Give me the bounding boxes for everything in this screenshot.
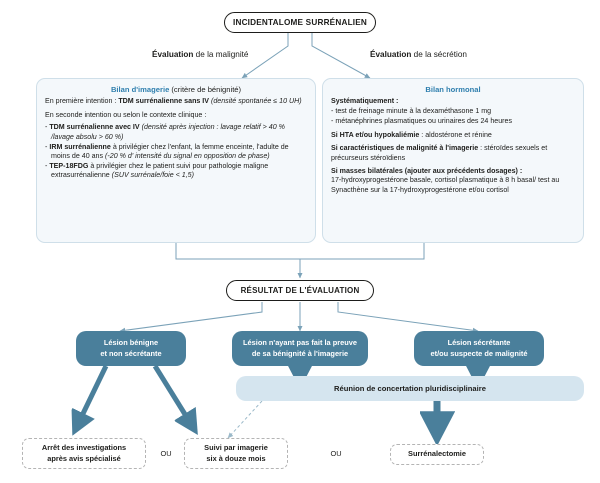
node-incidentalome: INCIDENTALOME SURRÉNALIEN bbox=[224, 12, 376, 33]
panel-imaging-item-irm-italic: (-20 % d' intensité du signal en opposit… bbox=[105, 152, 270, 161]
outcome-unproven-benignity: Lésion n'ayant pas fait la preuve de sa … bbox=[232, 331, 368, 366]
terminal-arret-line1: Arrêt des investigations bbox=[41, 443, 127, 453]
terminal-suivi-imagerie: Suivi par imagerie six à douze mois bbox=[184, 438, 288, 469]
outcome-secreting-line1: Lésion sécrétante bbox=[447, 338, 511, 348]
panel-hormonal-title-bold: Bilan hormonal bbox=[425, 85, 481, 94]
connector-rcp-to-followup bbox=[227, 400, 263, 439]
connector-top-left bbox=[241, 33, 289, 79]
outcome-secreting-suspect: Lésion sécrétante et/ou suspecte de mali… bbox=[414, 331, 544, 366]
outcome-secreting-line2: et/ou suspecte de malignité bbox=[430, 348, 528, 358]
panel-imaging-first-italic: (densité spontanée ≤ 10 UH) bbox=[209, 97, 302, 105]
terminal-arret-investigations: Arrêt des investigations après avis spéc… bbox=[22, 438, 146, 469]
or-label-right: OU bbox=[322, 438, 350, 469]
outcome-benign-line2: et non sécrétante bbox=[100, 348, 162, 358]
connector-result-left bbox=[119, 302, 263, 333]
panel-imaging-list: TDM surrénalienne avec IV (densité après… bbox=[45, 123, 307, 181]
branch-label-secretion: Évaluation de la sécrétion bbox=[370, 50, 467, 59]
panel-imaging-first-line: En première intention : TDM surrénalienn… bbox=[45, 97, 307, 106]
connector-benign-to-followup bbox=[152, 364, 191, 424]
connector-top-right bbox=[311, 33, 371, 79]
outcome-unproven-line1: Lésion n'ayant pas fait la preuve bbox=[243, 338, 357, 348]
terminal-suivi-line2: six à douze mois bbox=[206, 453, 266, 463]
panel-imaging-item-tep-plain: à privilégier chez le patient suivi pour… bbox=[51, 162, 269, 180]
panel-hormonal-condition-bilateral: Si masses bilatérales (ajouter aux précé… bbox=[331, 167, 575, 195]
outcome-benign-nonsecreting: Lésion bénigne et non sécrétante bbox=[76, 331, 186, 366]
panel-imaging-first-bold: TDM surrénalienne sans IV bbox=[118, 97, 210, 105]
panel-imaging-second-lead: En seconde intention ou selon le context… bbox=[45, 111, 207, 120]
terminal-surrenalectomie: Surrénalectomie bbox=[390, 444, 484, 465]
panel-imaging-item-tep-bold: TEP-18FDG bbox=[49, 162, 89, 171]
panel-hormonal-condition-hta-sep: : bbox=[419, 130, 426, 139]
panel-hormonal-condition-hta-plain: aldostérone et rénine bbox=[425, 130, 492, 139]
terminal-suivi-line1: Suivi par imagerie bbox=[204, 443, 268, 453]
panel-imaging-title-bold: Bilan d'imagerie bbox=[110, 85, 170, 94]
panel-imaging-title: Bilan d'imagerie (critère de bénignité) bbox=[45, 85, 307, 94]
panel-imaging-item-irm-plain: à privilégier chez l'enfant, la femme en… bbox=[51, 142, 289, 161]
panel-hormonal-systematic-list: test de freinage minute à la dexaméthaso… bbox=[331, 107, 575, 126]
panel-hormonal-systematic-item-1: test de freinage minute à la dexaméthaso… bbox=[331, 107, 575, 116]
node-resultat-evaluation: RÉSULTAT DE L'ÉVALUATION bbox=[226, 280, 374, 301]
panel-imaging-item-tdm: TDM surrénalienne avec IV (densité après… bbox=[45, 123, 307, 142]
outcome-unproven-line2: de sa bénignité à l'imagerie bbox=[251, 348, 349, 358]
branch-label-malignity: Évaluation de la malignité bbox=[152, 50, 248, 59]
panel-imaging-item-tep-italic: (SUV surrénale/foie < 1,5) bbox=[111, 171, 194, 180]
node-rcp-label: Réunion de concertation pluridisciplinai… bbox=[334, 384, 486, 393]
panel-imaging-first-lead: En première intention : bbox=[45, 97, 119, 105]
panel-hormonal-condition-hta: Si HTA et/ou hypokaliémie : aldostérone … bbox=[331, 131, 575, 140]
node-incidentalome-label: INCIDENTALOME SURRÉNALIEN bbox=[232, 18, 368, 27]
terminal-arret-line2: après avis spécialisé bbox=[47, 453, 121, 463]
branch-label-secretion-bold: Évaluation bbox=[370, 50, 412, 59]
connector-merge-bar bbox=[175, 243, 425, 260]
branch-label-secretion-rest: de la sécrétion bbox=[411, 50, 467, 59]
node-rcp: Réunion de concertation pluridisciplinai… bbox=[236, 376, 584, 401]
panel-imaging-item-tdm-italic: (densité après injection : lavage relati… bbox=[51, 123, 285, 141]
panel-imaging-item-irm-bold: IRM surrénalienne bbox=[49, 142, 111, 151]
outcome-benign-line1: Lésion bénigne bbox=[103, 338, 159, 348]
node-resultat-label: RÉSULTAT DE L'ÉVALUATION bbox=[240, 286, 360, 295]
panel-hormonal-systematic-item-2: métanéphrines plasmatiques ou urinaires … bbox=[331, 117, 575, 126]
panel-hormonal-condition-malignity-bold: Si caractéristiques de malignité à l'ima… bbox=[331, 144, 479, 153]
panel-hormonal-condition-hta-bold: Si HTA et/ou hypokaliémie bbox=[331, 130, 420, 139]
panel-imaging-item-tdm-bold: TDM surrénalienne avec IV bbox=[49, 123, 140, 132]
panel-hormonal-condition-bilateral-sep: : bbox=[517, 167, 523, 176]
panel-hormonal-condition-bilateral-plain: 17-hydroxyprogestérone basale, cortisol … bbox=[331, 176, 560, 194]
connector-benign-to-stop bbox=[78, 364, 109, 424]
panel-imaging-item-irm: IRM surrénalienne à privilégier chez l'e… bbox=[45, 143, 307, 162]
panel-hormonal-condition-malignity-plain: stéroïdes sexuels et précurseurs stéroïd… bbox=[331, 144, 548, 162]
panel-imaging-item-tep: TEP-18FDG à privilégier chez le patient … bbox=[45, 162, 307, 181]
or-label-left-text: OU bbox=[160, 449, 172, 458]
panel-hormonal-condition-bilateral-bold: Si masses bilatérales (ajouter aux précé… bbox=[331, 167, 518, 176]
branch-label-malignity-bold: Évaluation bbox=[152, 50, 194, 59]
connector-result-right bbox=[337, 302, 479, 333]
terminal-surrenalectomie-label: Surrénalectomie bbox=[408, 449, 466, 459]
or-label-left: OU bbox=[152, 438, 180, 469]
panel-bilan-hormonal: Bilan hormonal Systématiquement : test d… bbox=[322, 78, 584, 243]
panel-bilan-imagerie: Bilan d'imagerie (critère de bénignité) … bbox=[36, 78, 316, 243]
panel-hormonal-systematic-lead: Systématiquement : bbox=[331, 97, 399, 105]
panel-hormonal-condition-malignity: Si caractéristiques de malignité à l'ima… bbox=[331, 144, 575, 163]
or-label-right-text: OU bbox=[330, 449, 342, 458]
panel-hormonal-title: Bilan hormonal bbox=[331, 85, 575, 94]
panel-hormonal-condition-malignity-sep: : bbox=[478, 144, 485, 153]
branch-label-malignity-rest: de la malignité bbox=[193, 50, 249, 59]
panel-imaging-title-regular: (critère de bénignité) bbox=[169, 85, 242, 94]
